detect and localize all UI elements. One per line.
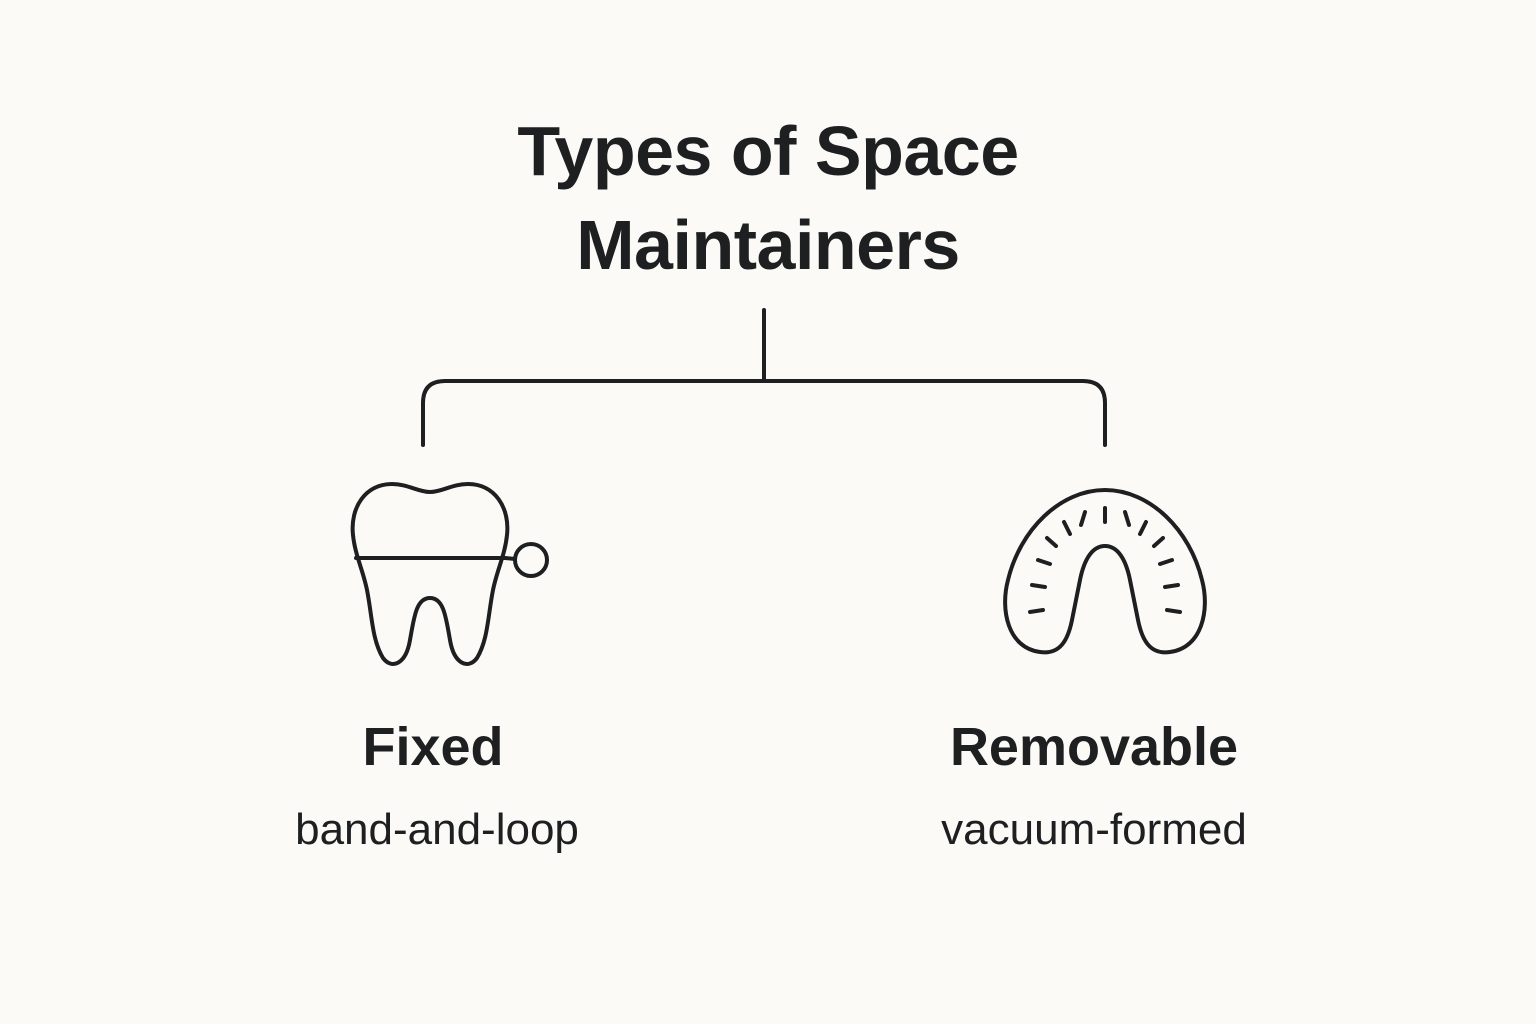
branch-removable-example: vacuum-formed	[941, 805, 1247, 854]
diagram-title-line-2: Maintainers	[576, 206, 960, 284]
diagram-title: Types of Space Maintainers	[368, 104, 1168, 292]
retainer-outline	[1003, 488, 1207, 655]
diagram-title-line-1: Types of Space	[517, 112, 1019, 190]
tooth-outline	[350, 482, 510, 666]
branch-removable-title: Removable	[949, 717, 1239, 777]
dental-retainer-icon	[1003, 488, 1207, 655]
branch-fixed-title: Fixed	[362, 717, 504, 777]
branch-fixed-example: band-and-loop	[295, 805, 579, 854]
connector-branch-bar	[421, 379, 1107, 447]
retainer-teeth-marks	[1028, 506, 1182, 614]
tooth-band-loop-icon	[350, 482, 549, 666]
loop-ring	[513, 542, 549, 578]
